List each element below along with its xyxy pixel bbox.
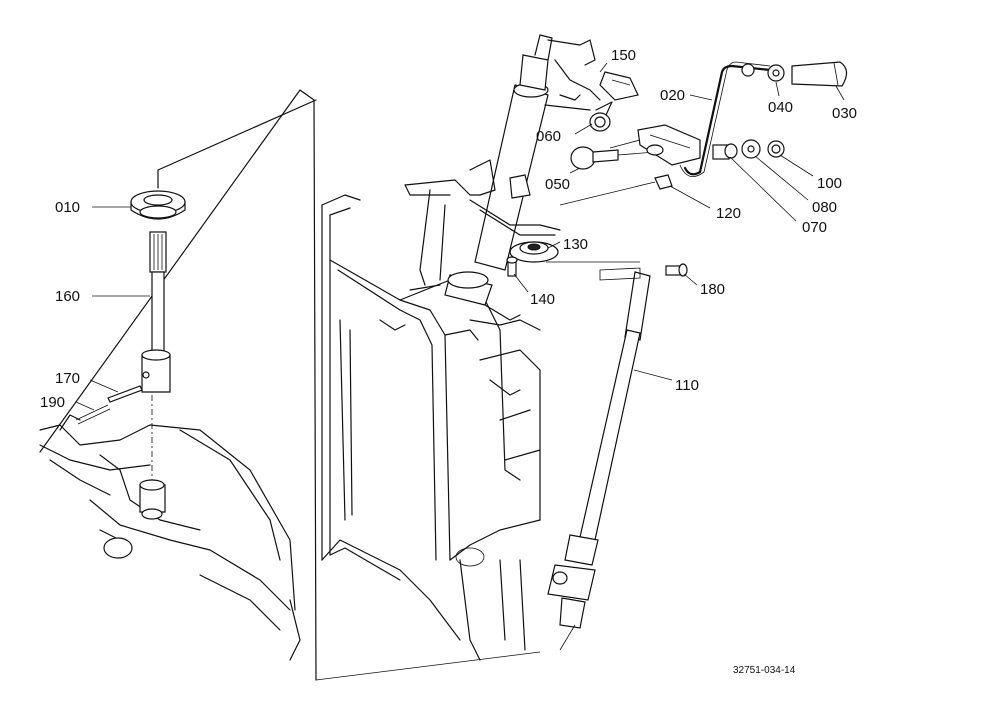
callout-020: 020 [660, 87, 685, 104]
part-150-bracket [599, 71, 639, 101]
part-120-clip [559, 174, 673, 206]
callout-120: 120 [716, 205, 741, 222]
callout-110: 110 [675, 377, 699, 394]
frame-outline [321, 194, 541, 661]
callout-100: 100 [817, 175, 842, 192]
callout-010: 010 [55, 199, 80, 216]
callout-070: 070 [802, 219, 827, 236]
part-140-bolt [506, 256, 518, 277]
part-180-bolt [665, 263, 688, 277]
callout-060: 060 [536, 128, 561, 145]
callout-080: 080 [812, 199, 837, 216]
callout-030: 030 [832, 105, 857, 122]
callout-170: 170 [55, 370, 80, 387]
callout-labels: 010 020 030 040 050 060 070 080 100 110 … [40, 47, 857, 676]
callout-180: 180 [700, 281, 725, 298]
part-070-080-100-hardware [712, 139, 785, 160]
callout-190: 190 [40, 394, 65, 411]
phantom-panel [39, 89, 541, 681]
callout-150: 150 [611, 47, 636, 64]
part-130-bearing [509, 241, 559, 263]
callout-040: 040 [768, 99, 793, 116]
part-110-shaft [546, 261, 651, 651]
part-170-190-pins [75, 385, 143, 425]
part-020-lever [609, 61, 772, 178]
callout-050: 050 [545, 176, 570, 193]
callout-140: 140 [530, 291, 555, 308]
part-050-knob [570, 146, 656, 170]
part-160-shaft [141, 231, 171, 393]
part-040-030-grip [741, 61, 848, 87]
reference-code: 32751-034-14 [733, 665, 796, 676]
part-060-spring [589, 101, 613, 132]
part-010-bushing [130, 99, 317, 220]
leader-lines [75, 62, 845, 411]
callout-160: 160 [55, 288, 80, 305]
callout-130: 130 [563, 236, 588, 253]
left-fender [39, 414, 301, 661]
lower-mount [139, 395, 166, 520]
steering-column [404, 34, 601, 321]
